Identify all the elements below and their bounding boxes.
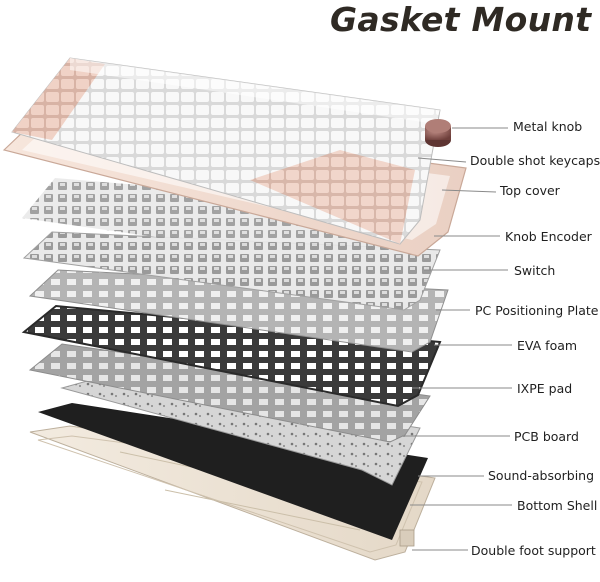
metal-knob-icon (425, 119, 451, 147)
label-pcb-board: PCB board (514, 429, 579, 444)
label-metal-knob: Metal knob (513, 119, 583, 134)
diagram-title: Gasket Mount (330, 0, 592, 39)
label-top-cover: Top cover (500, 183, 560, 198)
label-foot-support: Double foot support (471, 543, 596, 558)
label-knob-encoder: Knob Encoder (505, 229, 592, 244)
keycaps-layer (11, 57, 441, 245)
label-sound-absorbing: Sound-absorbing (488, 468, 595, 483)
ixpe-pad-layer (28, 343, 431, 443)
label-pc-plate: PC Positioning Plate (475, 303, 599, 318)
label-switch: Switch (514, 263, 556, 278)
eva-foam-layer (21, 304, 442, 408)
label-eva-foam: EVA foam (517, 338, 578, 353)
label-keycaps: Double shot keycaps (470, 153, 600, 168)
leader-lines (402, 127, 512, 551)
label-bottom-shell: Bottom Shell (517, 498, 598, 513)
sound-absorbing-layer (38, 403, 428, 540)
label-ixpe-pad: IXPE pad (517, 381, 573, 396)
foot-support (399, 529, 415, 547)
